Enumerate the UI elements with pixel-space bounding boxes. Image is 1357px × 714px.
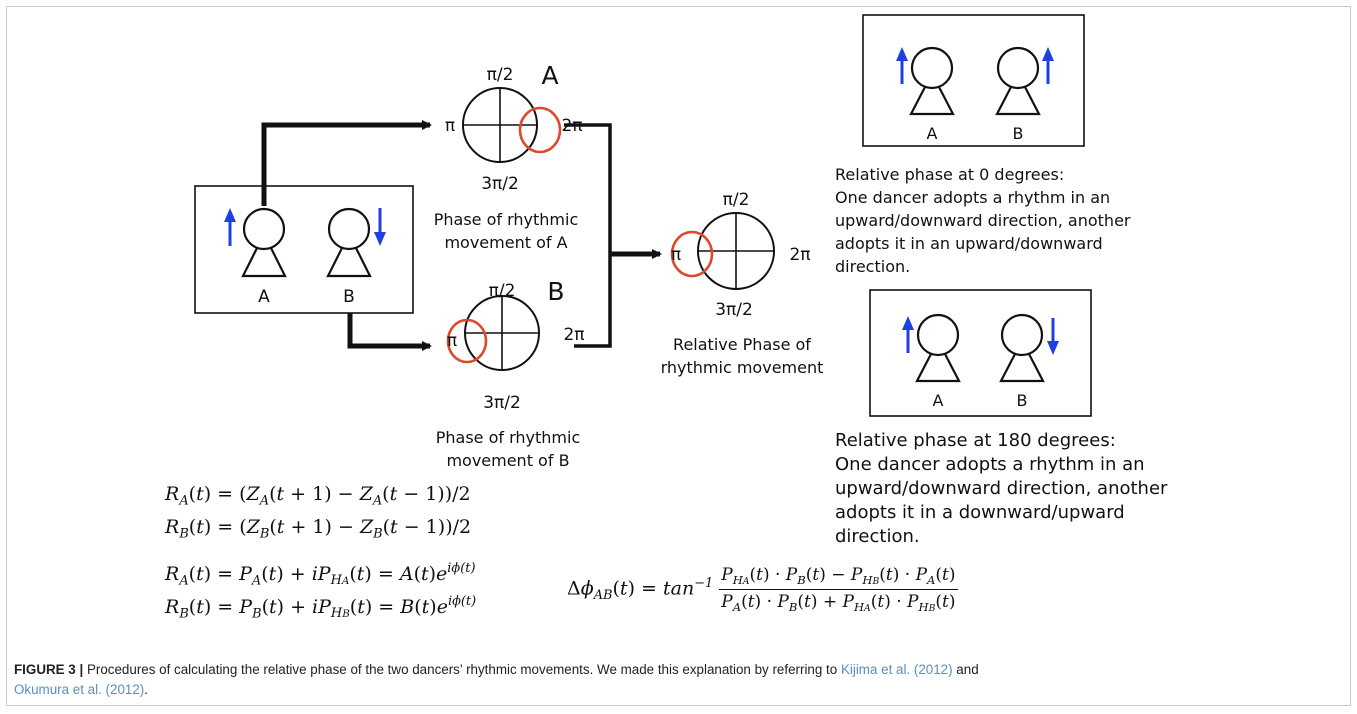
phase-label-left: π (447, 331, 457, 351)
example-box-180-degrees: A B (869, 289, 1092, 417)
dancer-a-figure (241, 207, 287, 278)
relative-180-line5: direction. (835, 526, 920, 547)
phase-label-bottom: 3π/2 (481, 174, 519, 194)
phase-label-left: π (445, 116, 455, 136)
dancer-b-label: B (1017, 391, 1028, 410)
phase-caption-b-line1: Phase of rhythmic (436, 428, 581, 447)
reference-link-kijima[interactable]: Kijima et al. (2012) (840, 662, 953, 677)
figure-frame (6, 6, 1351, 706)
equation-ra-analytic: RA(t) = PA(t) + iPHA(t) = A(t)eiϕ(t) (165, 561, 476, 589)
relative-0-line5: direction. (835, 257, 910, 276)
down-arrow-icon (374, 208, 386, 246)
relative-0-line4: adopts it in an upward/downward (835, 234, 1103, 253)
down-arrow-icon (1047, 318, 1059, 355)
figure-caption: FIGURE 3 | Procedures of calculating the… (14, 660, 1334, 700)
dancer-b-label: B (343, 287, 355, 307)
phase-caption-a-line2: movement of A (444, 233, 567, 252)
equation-rb-difference: RB(t) = (ZB(t + 1) − ZB(t − 1))/2 (165, 516, 472, 542)
arrow-to-phase-b (347, 313, 432, 351)
caption-and: and (952, 662, 979, 677)
phase-label-bottom: 3π/2 (483, 393, 521, 413)
relative-180-line3: upward/downward direction, another (835, 478, 1168, 499)
caption-end: . (144, 682, 148, 697)
phase-label-bottom: 3π/2 (715, 300, 753, 320)
dancer-a-label: A (933, 391, 944, 410)
phase-circle-a: π/2 π 2π 3π/2 A (445, 61, 583, 194)
dancer-pair-box: A B (194, 185, 414, 314)
figure-label: FIGURE 3 | (14, 662, 84, 677)
relative-180-line4: adopts it in a downward/upward (835, 502, 1125, 523)
phase-caption-a-line1: Phase of rhythmic (434, 210, 579, 229)
relative-caption-line1: Relative Phase of (673, 335, 811, 354)
phase-caption-b-line2: movement of B (446, 451, 569, 470)
up-arrow-icon (896, 47, 908, 84)
equation-ra-difference: RA(t) = (ZA(t + 1) − ZA(t − 1))/2 (165, 483, 471, 509)
relative-0-line3: upward/downward direction, another (835, 211, 1131, 230)
example-box-0-degrees: A B (862, 14, 1085, 147)
phase-marker-b (446, 318, 488, 364)
relative-0-line1: Relative phase at 0 degrees: (835, 165, 1064, 184)
phase-label-right: 2π (789, 245, 810, 265)
relative-180-line2: One dancer adopts a rhythm in an (835, 454, 1145, 475)
dancer-b-label: B (1013, 124, 1024, 143)
phase-label-top: π/2 (487, 65, 514, 85)
up-arrow-icon (224, 208, 236, 246)
phase-label-left: π (671, 245, 681, 265)
up-arrow-icon (1042, 47, 1054, 84)
phase-label-right: 2π (563, 325, 584, 345)
relative-phase-circle: π/2 π 2π 3π/2 (670, 190, 811, 320)
equation-rb-analytic: RB(t) = PB(t) + iPHB(t) = B(t)eiϕ(t) (165, 594, 477, 622)
relative-caption-line2: rhythmic movement (661, 358, 824, 377)
phase-marker-a (518, 106, 562, 154)
reference-link-okumura[interactable]: Okumura et al. (2012) (14, 682, 145, 697)
merge-bracket (564, 123, 612, 348)
relative-0-line2: One dancer adopts a rhythm in an (835, 188, 1110, 207)
dancer-b-figure (326, 207, 372, 278)
relative-phase-marker (670, 230, 714, 278)
up-arrow-icon (902, 316, 914, 353)
caption-text: Procedures of calculating the relative p… (83, 662, 841, 677)
phase-circle-b: π/2 π 2π 3π/2 B (446, 277, 585, 413)
relative-180-line1: Relative phase at 180 degrees: (835, 430, 1116, 451)
equation-delta-phi: ΔϕAB(t) = tan−1 PHA(t) · PB(t) − PHB(t) … (567, 565, 958, 615)
phase-label-top: π/2 (723, 190, 750, 210)
circle-title-b: B (547, 277, 564, 306)
dancer-a-label: A (927, 124, 938, 143)
dancer-a-label: A (258, 287, 270, 307)
phase-label-top: π/2 (489, 281, 516, 301)
circle-title-a: A (541, 61, 558, 90)
arrow-to-phase-a (261, 120, 432, 206)
